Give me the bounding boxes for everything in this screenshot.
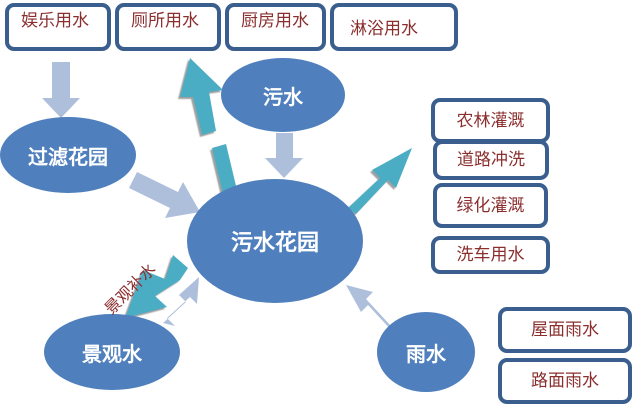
box-kitchen-water: 厨房用水 — [225, 3, 326, 51]
box-label: 洗车用水 — [456, 245, 525, 265]
box-label: 道路冲洗 — [457, 150, 525, 170]
box-road-washing: 道路冲洗 — [433, 140, 549, 180]
arrow-landscape-to-sewage-garden — [163, 277, 199, 326]
arrow-sewage-garden-to-reuse — [348, 148, 412, 214]
arrow-sewage-garden-to-landscape — [125, 255, 188, 318]
arrow-rain-to-sewage-garden — [346, 285, 400, 340]
box-label: 厨房用水 — [241, 11, 309, 31]
box-label: 厕所用水 — [131, 11, 199, 31]
box-label: 屋面雨水 — [531, 320, 599, 340]
box-label: 路面雨水 — [531, 371, 599, 391]
box-roof-rainwater: 屋面雨水 — [498, 307, 632, 353]
arrow-entertainment-to-filter — [42, 62, 80, 118]
node-label: 污水花园 — [230, 230, 319, 256]
box-car-wash: 洗车用水 — [431, 236, 550, 274]
box-toilet-water: 厕所用水 — [115, 3, 221, 51]
arrow-sewage-garden-to-toilet — [180, 58, 237, 194]
node-sewage-garden: 污水花园 — [187, 179, 363, 303]
node-label: 污水 — [263, 84, 303, 109]
node-label: 过滤花园 — [28, 144, 108, 169]
arrow-sewage-to-sewage-garden — [265, 133, 303, 178]
box-label: 绿化灌溉 — [456, 195, 525, 216]
node-sewage: 污水 — [221, 58, 345, 132]
box-label: 娱乐用水 — [21, 11, 89, 31]
node-rain-water: 雨水 — [377, 312, 475, 392]
box-entertainment-water: 娱乐用水 — [5, 3, 111, 51]
node-label: 景观水 — [82, 341, 142, 366]
node-label: 雨水 — [406, 341, 446, 366]
node-filter-garden: 过滤花园 — [0, 117, 136, 193]
node-landscape-water: 景观水 — [44, 314, 180, 390]
box-green-irrigation: 绿化灌溉 — [433, 183, 548, 228]
box-label: 农林灌溉 — [456, 110, 525, 131]
box-agri-irrigation: 农林灌溉 — [431, 98, 550, 143]
box-road-rainwater: 路面雨水 — [498, 358, 632, 404]
arrow-filter-to-sewage-garden — [129, 172, 200, 218]
box-shower-water: 淋浴用水 — [330, 3, 458, 51]
box-label: 淋浴用水 — [350, 19, 418, 39]
